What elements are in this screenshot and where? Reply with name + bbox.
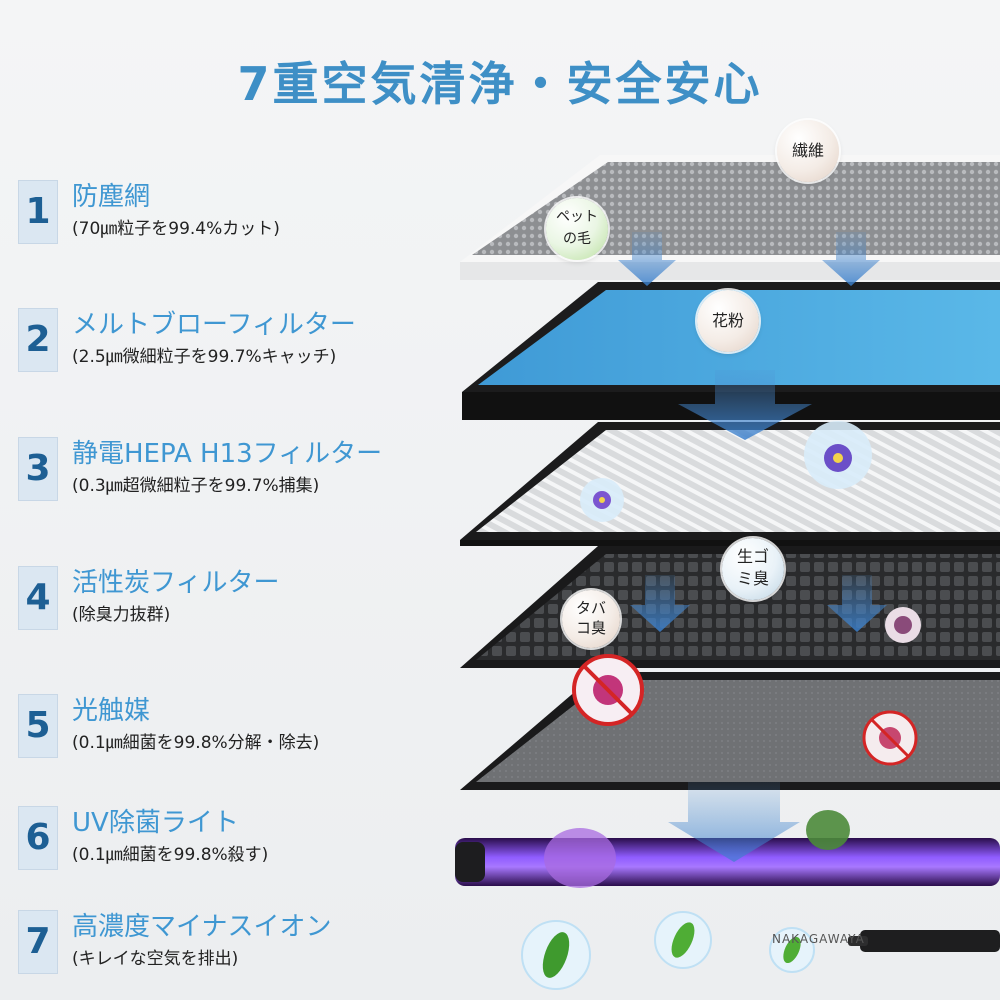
stage-description: (70㎛粒子を99.4%カット) (72, 219, 280, 239)
stage-number: 4 (18, 566, 58, 630)
tobacco-odor-badge: タバ コ臭 (562, 590, 620, 648)
stage-4: 4 活性炭フィルター (除臭力抜群) (18, 566, 458, 646)
stage-description: (除臭力抜群) (72, 605, 171, 625)
stage-6: 6 UV除菌ライト (0.1㎛細菌を99.8%殺す) (18, 806, 458, 886)
airflow-arrows (618, 232, 887, 862)
stage-7: 7 高濃度マイナスイオン (キレイな空気を排出) (18, 910, 458, 990)
down-arrow-icon (822, 232, 880, 286)
badge-label: 繊維 (791, 141, 824, 160)
badge-label: ペット (556, 209, 598, 225)
stage-name: 高濃度マイナスイオン (72, 912, 332, 942)
germ-blocked-icon (862, 710, 918, 766)
fiber-badge: 繊維 (777, 120, 839, 182)
leaf-bubble-icon (654, 911, 712, 969)
stage-description: (0.3㎛超微細粒子を99.7%捕集) (72, 476, 320, 496)
badge-label: タバ (575, 599, 606, 617)
pollen-badge: 花粉 (697, 290, 759, 352)
stage-5: 5 光触媒 (0.1㎛細菌を99.8%分解・除去) (18, 694, 458, 774)
badge-label: の毛 (563, 231, 591, 247)
stage-name: UV除菌ライト (72, 808, 239, 838)
badge-label: 生ゴ (736, 547, 769, 566)
stage-name: 防塵網 (72, 182, 151, 212)
stage-number: 5 (18, 694, 58, 758)
stage-name: 活性炭フィルター (72, 568, 280, 598)
hepa-layer (460, 422, 1000, 546)
stage-description: (0.1㎛細菌を99.8%殺す) (72, 845, 269, 865)
badge-label: コ臭 (575, 619, 606, 637)
stage-1: 1 防塵網 (70㎛粒子を99.4%カット) (18, 180, 458, 260)
stage-description: (キレイな空気を排出) (72, 949, 239, 969)
leaf-bubble-icon (521, 920, 591, 990)
virus-icon (544, 828, 616, 888)
pollen-particle-icon (804, 421, 872, 489)
down-arrow-icon (630, 575, 690, 632)
stage-3: 3 静電HEPA H13フィルター (0.3㎛超微細粒子を99.7%捕集) (18, 437, 458, 517)
stage-name: 静電HEPA H13フィルター (72, 439, 383, 469)
pet-hair-badge: ペット の毛 (546, 198, 608, 260)
stage-description: (0.1㎛細菌を99.8%分解・除去) (72, 733, 320, 753)
stage-name: メルトブローフィルター (72, 310, 356, 340)
stage-number: 6 (18, 806, 58, 870)
ion-generator-probe (848, 930, 1000, 952)
down-arrow-icon (827, 575, 887, 632)
badge-label: ミ臭 (736, 569, 769, 588)
stage-number: 2 (18, 308, 58, 372)
stage-number: 3 (18, 437, 58, 501)
down-arrow-icon (618, 232, 676, 286)
pollen-particle-icon (580, 478, 624, 522)
down-arrow-icon (668, 782, 800, 862)
garbage-odor-badge: 生ゴ ミ臭 (722, 538, 784, 600)
photocatalyst-layer (460, 672, 1000, 790)
dust-mesh-layer (460, 155, 1000, 280)
watermark-text: NAKAGAWAYA (772, 932, 865, 946)
virus-icon (806, 810, 850, 850)
stage-name: 光触媒 (72, 696, 151, 726)
stage-description: (2.5㎛微細粒子を99.7%キャッチ) (72, 347, 337, 367)
down-arrow-icon (678, 370, 812, 440)
odor-particle-icon (885, 607, 921, 643)
page-title: 7重空気清浄・安全安心 (237, 57, 763, 111)
uv-light-tube (455, 810, 1000, 888)
leaf-bubble-icon (769, 927, 815, 973)
germ-blocked-icon (572, 654, 644, 726)
stage-2: 2 メルトブローフィルター (2.5㎛微細粒子を99.7%キャッチ) (18, 308, 458, 388)
stage-number: 7 (18, 910, 58, 974)
badge-label: 花粉 (711, 311, 744, 330)
stage-number: 1 (18, 180, 58, 244)
